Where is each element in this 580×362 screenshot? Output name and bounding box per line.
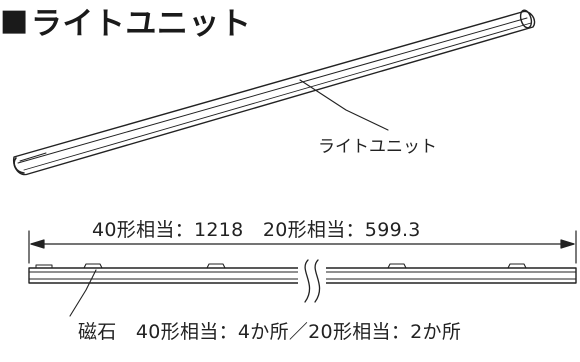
section-title: ■ ライトユニット [0,0,252,42]
light-unit-callout-label: ライトユニット [318,137,437,157]
dimension-line [28,230,577,264]
light-unit-side-elevation [28,258,577,304]
light-unit-leader-line [299,79,389,131]
magnet-leader-line [69,269,97,317]
title-square-marker: ■ [0,2,29,38]
length-dimension-label: 40形相当：1218 20形相当：599.3 [92,219,421,241]
light-unit-tube-perspective [13,9,536,176]
magnet-callout-label: 磁石 40形相当：4か所／20形相当：2か所 [78,321,462,343]
title-text: ライトユニット [30,5,252,42]
